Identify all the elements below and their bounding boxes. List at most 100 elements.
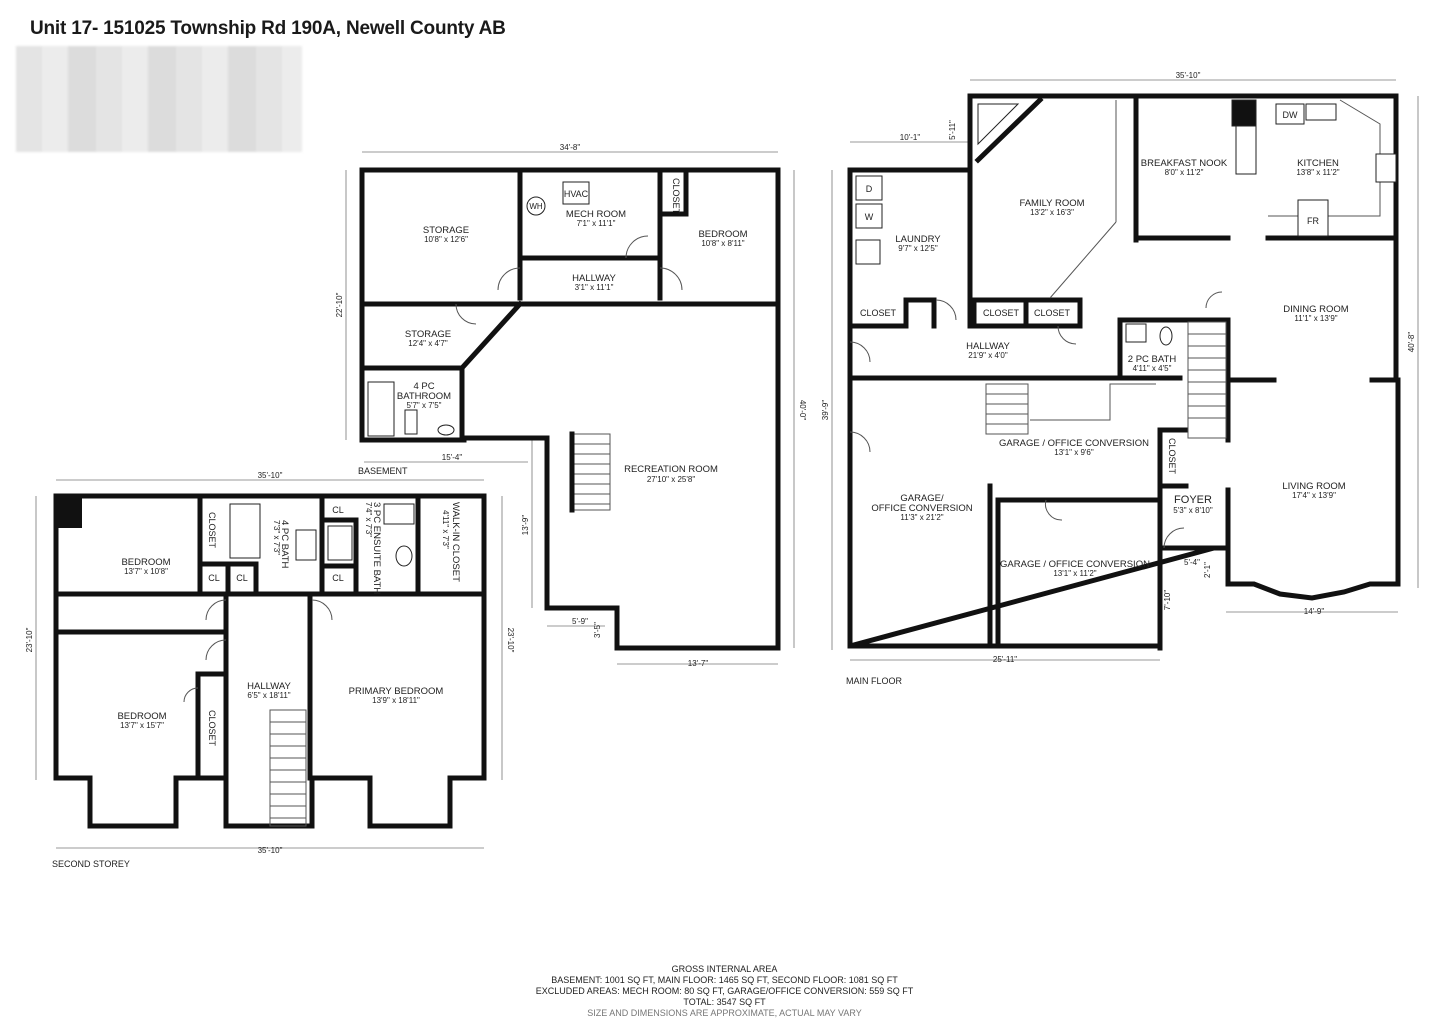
area-summary: GROSS INTERNAL AREA BASEMENT: 1001 SQ FT… <box>0 964 1449 1019</box>
main-room-laundry-size: 9'7" x 12'5" <box>898 244 938 253</box>
main-room-garage2-size: 11'3" x 21'2" <box>900 513 943 522</box>
second-floor-label: SECOND STOREY <box>52 859 130 869</box>
second-room-walkin-size: 4'11" x 7'3" <box>441 510 450 549</box>
main-room-family-name: FAMILY ROOM <box>1019 198 1084 209</box>
second-storey-plan: 35'-10" 35'-10" 23'-10" 23'-10" <box>25 471 515 869</box>
main-dim-top: 35'-10" <box>1176 71 1201 80</box>
main-room-halfbath-size: 4'11" x 4'5" <box>1133 364 1172 373</box>
main-dim-left: 39'-9" <box>821 400 830 421</box>
main-room-nook-name: BREAKFAST NOOK <box>1141 158 1228 169</box>
main-room-garage1-name: GARAGE / OFFICE CONVERSION <box>999 438 1149 449</box>
basement-plan: 34'-8" 22'-10" 40'-0" 15'-4" 13'-9" 5'-9… <box>335 143 807 668</box>
second-room-bedroom2-name: BEDROOM <box>117 711 166 722</box>
second-room-ensuite-name: 3 PC ENSUITE BATH <box>371 502 382 594</box>
area-line-3: TOTAL: 3547 SQ FT <box>683 997 766 1007</box>
basement-dim-inner: 13'-9" <box>521 515 530 536</box>
main-dim-laundry-top: 10'-1" <box>900 133 921 142</box>
main-room-kitchen-size: 13'8" x 11'2" <box>1296 168 1339 177</box>
main-floor-plan: 35'-10" 10'-1" 5'-11" 39'-9" 40'-8" 25'-… <box>821 71 1419 686</box>
area-line-1: BASEMENT: 1001 SQ FT, MAIN FLOOR: 1465 S… <box>551 975 898 985</box>
main-room-halfbath-name: 2 PC BATH <box>1128 354 1177 365</box>
area-line-2: EXCLUDED AREAS: MECH ROOM: 80 SQ FT, GAR… <box>535 986 914 996</box>
main-dim-living: 14'-9" <box>1304 607 1325 616</box>
main-room-kitchen-name: KITCHEN <box>1297 158 1339 169</box>
basement-room-bath-size: 5'7" x 7'5" <box>407 401 442 410</box>
second-room-bedroom1-name: BEDROOM <box>121 557 170 568</box>
second-closet-2: CLOSET <box>207 710 217 747</box>
main-closet-1: CLOSET <box>860 308 897 318</box>
main-room-garage2-name2: OFFICE CONVERSION <box>871 503 972 514</box>
main-room-foyer-size: 5'3" x 8'10" <box>1173 506 1213 515</box>
second-room-primary-size: 13'9" x 18'11" <box>372 696 420 705</box>
main-floor-label: MAIN FLOOR <box>846 676 903 686</box>
basement-dim-top: 34'-8" <box>560 143 581 152</box>
second-cl-3: CL <box>332 505 344 515</box>
basement-dim-stairs: 15'-4" <box>442 453 463 462</box>
main-dim-foyer-h: 2'-1" <box>1203 562 1212 578</box>
hvac-label: HVAC <box>564 189 589 199</box>
main-room-garage1-size: 13'1" x 9'6" <box>1054 448 1094 457</box>
second-room-bath-name: 4 PC BATH <box>279 520 290 569</box>
main-room-hallway-size: 21'9" x 4'0" <box>968 351 1008 360</box>
main-room-hallway-name: HALLWAY <box>966 341 1010 352</box>
second-room-primary-name: PRIMARY BEDROOM <box>349 686 444 697</box>
basement-closet-label: CLOSET <box>671 178 681 215</box>
main-closet-2: CLOSET <box>983 308 1020 318</box>
main-room-laundry-name: LAUNDRY <box>895 234 941 245</box>
main-room-garage3-name: GARAGE / OFFICE CONVERSION <box>1000 559 1150 570</box>
main-room-family-size: 13'2" x 16'3" <box>1030 208 1074 217</box>
main-dim-jog: 5'-11" <box>948 120 957 140</box>
second-dim-bottom: 35'-10" <box>258 846 283 855</box>
main-room-dining-name: DINING ROOM <box>1283 304 1349 315</box>
main-dim-bottom: 25'-11" <box>993 655 1017 664</box>
basement-room-mech-size: 7'1" x 11'1" <box>577 219 616 228</box>
main-dim-foyer-w: 5'-4" <box>1184 558 1200 567</box>
main-washer-label: W <box>865 212 874 222</box>
second-room-bedroom2-size: 13'7" x 15'7" <box>120 721 164 730</box>
main-dim-foyer-drop: 7'-10" <box>1163 590 1172 611</box>
basement-room-storage-name: STORAGE <box>423 225 469 236</box>
second-cl-4: CL <box>332 573 344 583</box>
main-room-living-name: LIVING ROOM <box>1282 481 1345 492</box>
second-room-hallway-name: HALLWAY <box>247 681 291 692</box>
main-closet-3: CLOSET <box>1034 308 1071 318</box>
main-dryer-label: D <box>866 184 873 194</box>
hvac-unit <box>562 181 590 205</box>
basement-room-rec-name: RECREATION ROOM <box>624 464 718 475</box>
basement-room-storage-size: 10'8" x 12'6" <box>424 235 468 244</box>
basement-room-storage2-size: 12'4" x 4'7" <box>408 339 448 348</box>
second-cl-2: CL <box>236 573 248 583</box>
basement-room-bedroom-size: 10'8" x 8'11" <box>701 239 744 248</box>
basement-room-hallway-size: 3'1" x 11'1" <box>575 283 614 292</box>
area-heading: GROSS INTERNAL AREA <box>671 964 778 974</box>
second-room-walkin-name: WALK-IN CLOSET <box>450 502 461 582</box>
basement-dim-bottom: 13'-7" <box>688 659 709 668</box>
basement-room-rec-size: 27'10" x 25'8" <box>647 475 695 484</box>
second-closet-1: CLOSET <box>207 512 217 549</box>
main-fr-label: FR <box>1307 216 1319 226</box>
wh-label: WH <box>529 202 543 211</box>
basement-dim-right: 40'-0" <box>798 400 807 421</box>
water-heater <box>526 196 546 216</box>
second-dim-left: 23'-10" <box>25 627 34 652</box>
second-room-hallway-size: 6'5" x 18'11" <box>247 691 290 700</box>
main-room-nook-size: 8'0" x 11'2" <box>1165 168 1204 177</box>
area-note: SIZE AND DIMENSIONS ARE APPROXIMATE, ACT… <box>587 1008 862 1018</box>
basement-room-bath-name2: BATHROOM <box>397 391 451 402</box>
second-dim-right: 23'-10" <box>506 628 515 653</box>
second-room-bath-size: 7'3" x 7'3" <box>272 520 281 555</box>
main-room-dining-size: 11'1" x 13'9" <box>1294 314 1337 323</box>
main-room-garage3-size: 13'1" x 11'2" <box>1053 569 1096 578</box>
listing-title: Unit 17- 151025 Township Rd 190A, Newell… <box>30 18 506 39</box>
basement-room-hallway-name: HALLWAY <box>572 273 616 284</box>
second-dim-top: 35'-10" <box>258 471 283 480</box>
main-room-living-size: 17'4" x 13'9" <box>1292 491 1336 500</box>
basement-dim-left: 22'-10" <box>335 292 344 317</box>
basement-dim-jog: 3'-5" <box>593 622 602 638</box>
second-cl-1: CL <box>208 573 220 583</box>
basement-floor-label: BASEMENT <box>358 466 408 476</box>
main-dim-right: 40'-8" <box>1407 332 1416 353</box>
main-closet-4: CLOSET <box>1167 438 1177 475</box>
basement-dim-step: 5'-9" <box>572 617 588 626</box>
